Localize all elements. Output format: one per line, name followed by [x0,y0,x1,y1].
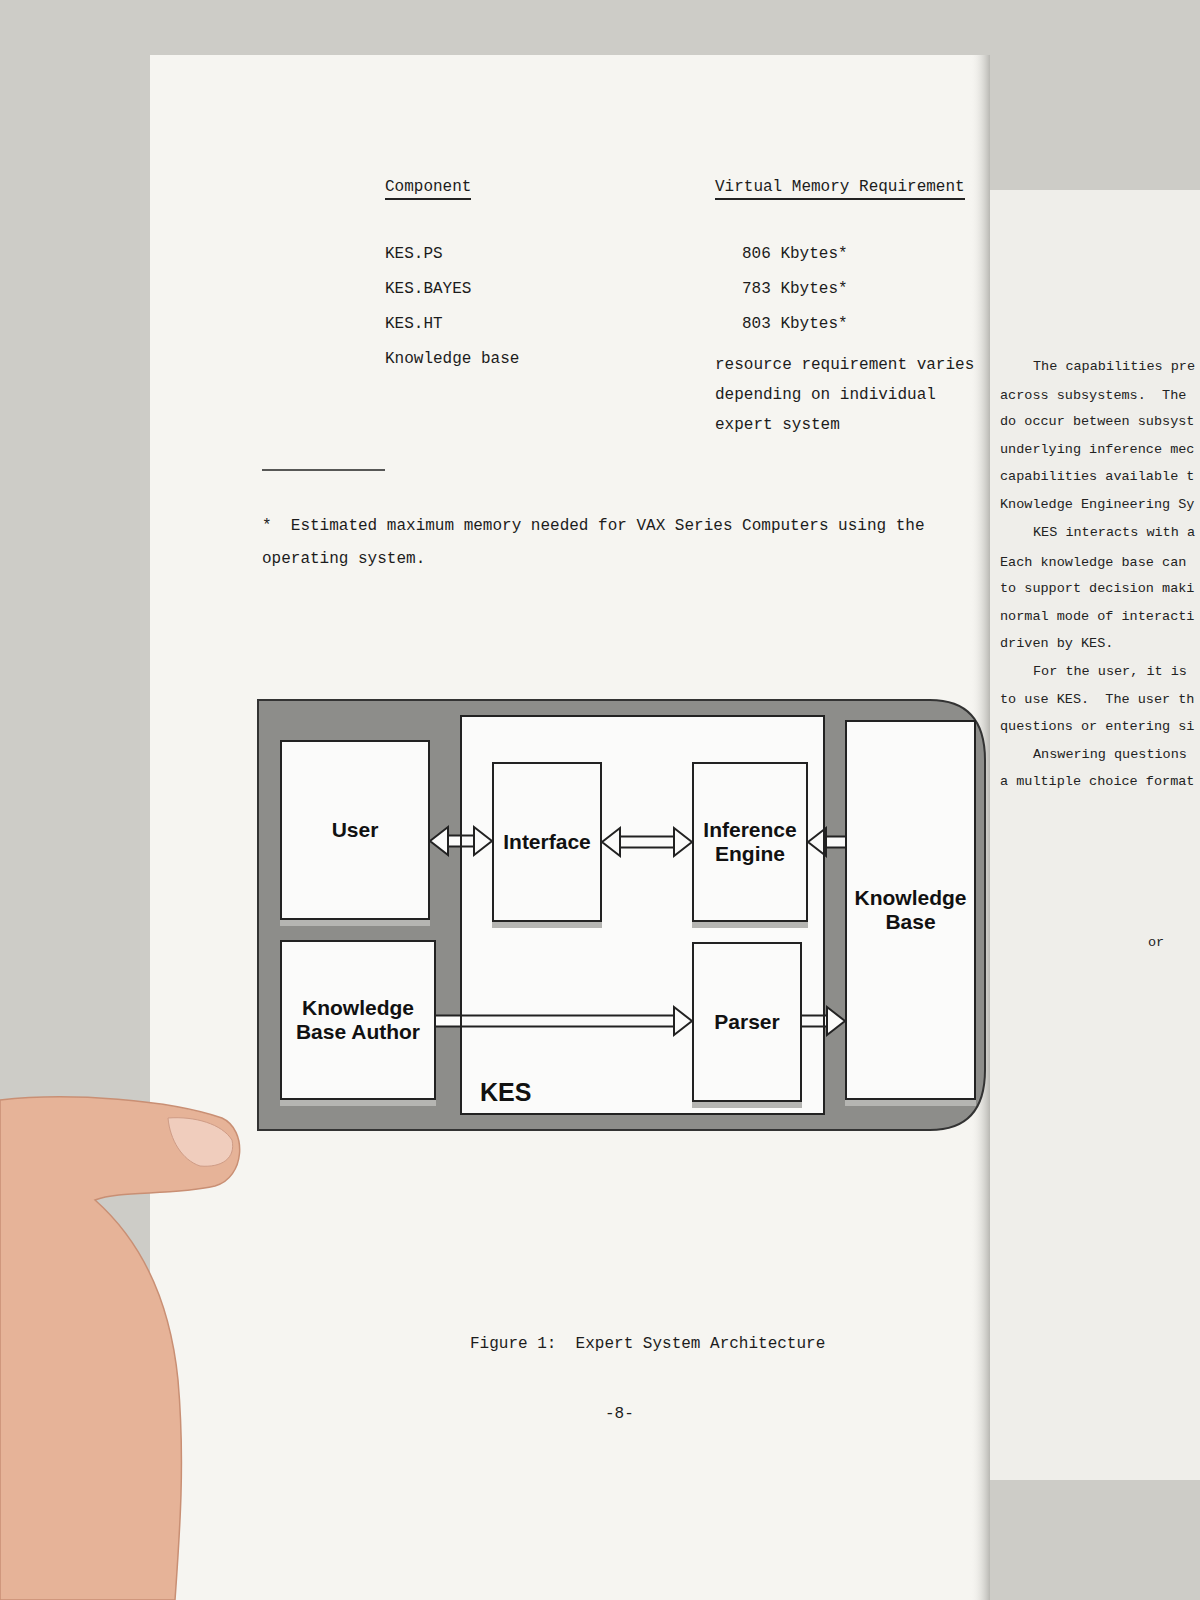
next-page-text: do occur between subsyst [1000,414,1194,430]
process-box: Parser [692,942,802,1102]
region-fill [460,715,825,1115]
table-cell: Knowledge base [385,350,519,369]
next-page-text: a multiple choice format [1000,774,1194,790]
table-cell: KES.HT [385,315,443,334]
next-page-text: The capabilities pre [1033,359,1195,375]
table-cell: 803 Kbytes* [742,315,848,334]
footnote: * Estimated maximum memory needed for VA… [262,510,952,576]
next-page-text: across subsystems. The [1000,388,1186,404]
table-cell: resource requirement varies depending on… [715,350,983,440]
user-box: User [280,740,430,920]
arrow-head [674,1007,692,1035]
node-label: Knowledge Base Author [282,996,434,1043]
node-label: Knowledge Base [847,886,974,933]
left-page [150,55,990,1600]
connector-group [436,1007,692,1035]
next-page-text: to support decision maki [1000,581,1194,597]
block-arrow-core [826,838,845,847]
knowledge-base-box: Knowledge Base [845,720,976,1100]
node-label: User [328,818,383,842]
system-region: KES Interface Inference EngineParser [460,715,825,1115]
holding-hand [0,1097,240,1600]
table-cell: 806 Kbytes* [742,245,848,264]
arrow-head [474,827,492,855]
arrow-head [602,828,620,856]
connector-group [808,828,845,856]
arrow-head [430,827,448,855]
table-cell: KES.PS [385,245,443,264]
next-page-text: normal mode of interacti [1000,609,1194,625]
node-label: Inference Engine [694,818,806,865]
next-page-text: Each knowledge base can [1000,555,1186,571]
table-cell: 783 Kbytes* [742,280,848,299]
table-cell: KES.BAYES [385,280,471,299]
footnote-rule [262,469,385,471]
block-arrow [436,1015,674,1028]
column-header: Component [385,178,471,200]
grey-system-band [258,700,985,1130]
figure-caption: Figure 1: Expert System Architecture [470,1335,825,1353]
page-number: -8- [605,1405,634,1424]
node-label: KES [480,1078,531,1107]
next-page-text: questions or entering si [1000,719,1194,735]
next-page-text: or [1148,935,1164,951]
next-page-text: capabilities available t [1000,469,1194,485]
block-arrow [826,836,845,849]
arrow-head [827,1007,845,1035]
block-arrow [620,836,674,849]
column-header: Virtual Memory Requirement [715,178,965,200]
arrow-head [674,828,692,856]
process-box: Interface [492,762,602,922]
node-label: Parser [710,1010,783,1034]
connector-group [602,828,692,856]
block-arrow-core [620,838,674,847]
block-arrow-core [436,1017,674,1026]
next-page-text: Answering questions [1033,747,1187,763]
next-page-text: to use KES. The user th [1000,692,1194,708]
author-box: Knowledge Base Author [280,940,436,1100]
next-page-text: Knowledge Engineering Sy [1000,497,1194,513]
node-label: Interface [499,830,595,854]
next-page-text: For the user, it is [1033,664,1187,680]
right-page [990,190,1200,1480]
thumb-nail [168,1118,233,1167]
process-box: Inference Engine [692,762,808,922]
next-page-text: KES interacts with a [1033,525,1195,541]
next-page-text: underlying inference mec [1000,442,1194,458]
next-page-text: driven by KES. [1000,636,1113,652]
